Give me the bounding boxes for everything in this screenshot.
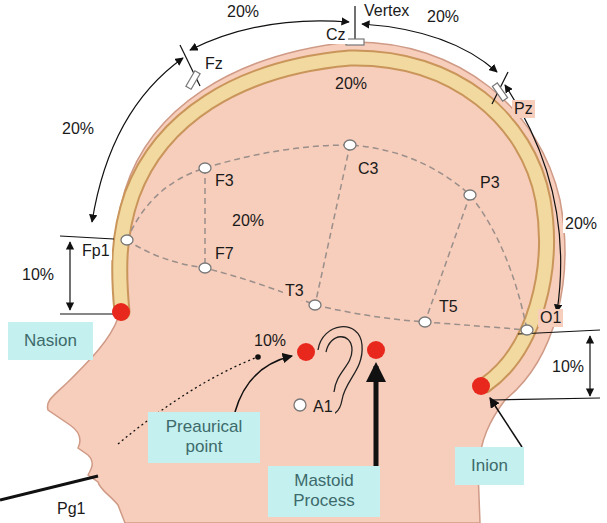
landmark-label: Vertex — [362, 2, 411, 20]
electrode — [199, 263, 211, 273]
sagittal-line — [127, 145, 527, 330]
tick-line — [60, 236, 114, 239]
skull-band — [120, 58, 547, 385]
electrode — [199, 163, 211, 173]
electrode-label: Pz — [512, 100, 535, 118]
measure-arc — [92, 58, 183, 222]
landmark-name: Preaurical point — [166, 417, 243, 456]
ear-outline — [326, 337, 352, 392]
electrode-label: F3 — [213, 172, 236, 190]
measure-arrow — [589, 336, 590, 396]
measure-arrow — [69, 242, 70, 310]
wire-label: Pg1 — [55, 500, 87, 518]
tick-line — [492, 72, 508, 104]
measure-arc — [190, 21, 349, 50]
electrode-label: C3 — [356, 160, 380, 178]
electrode-label: O1 — [538, 309, 563, 327]
landmark-box: Preaurical point — [148, 412, 260, 463]
reference-dot — [255, 354, 261, 360]
pointer-arrow — [235, 356, 292, 412]
pointer-arrow — [374, 366, 379, 466]
electrode-label: A1 — [311, 398, 335, 416]
electrode-label: T5 — [437, 298, 460, 316]
electrode-label: T3 — [283, 282, 306, 300]
landmark-box: Inion — [455, 447, 524, 485]
skull-band — [120, 58, 547, 385]
head-outline — [47, 42, 564, 523]
measure-label: 10% — [20, 266, 56, 284]
landmark-name: Mastoid Process — [293, 471, 354, 510]
measure-label: 20% — [230, 212, 266, 230]
landmark-box: Nasion — [8, 322, 93, 360]
ear-electrode — [294, 399, 306, 411]
measure-label: 10% — [550, 358, 586, 376]
measure-label: 20% — [333, 75, 369, 93]
measure-label: 20% — [563, 215, 599, 233]
measure-label: 20% — [425, 8, 461, 26]
measure-arc — [362, 24, 497, 72]
electrode-label: F7 — [213, 245, 236, 263]
electrode — [121, 235, 133, 245]
landmark-dot — [472, 377, 490, 395]
electrode-label: Fz — [203, 55, 225, 73]
midline-marker — [186, 71, 200, 90]
electrode-label: Cz — [324, 26, 348, 44]
landmark-dot — [367, 341, 385, 359]
coronal-line — [315, 145, 350, 305]
landmark-name: Inion — [471, 456, 508, 475]
tick-line — [492, 398, 600, 400]
electrode-wire — [0, 476, 98, 500]
electrode — [419, 317, 431, 327]
landmark-dot — [297, 343, 315, 361]
electrode — [521, 325, 533, 335]
landmark-dot — [112, 303, 130, 321]
electrode — [464, 190, 476, 200]
measure-label: 20% — [225, 3, 261, 21]
coronal-line — [425, 195, 470, 322]
tick-line — [60, 313, 114, 314]
electrode-label: Fp1 — [80, 242, 112, 260]
electrode — [344, 140, 356, 150]
coronal-line — [204, 168, 206, 268]
electrode — [309, 300, 321, 310]
pointer-arrow — [490, 398, 522, 447]
measure-label: 20% — [60, 120, 96, 138]
measure-arc — [505, 85, 561, 312]
midline-marker — [492, 83, 507, 101]
tick-line — [354, 6, 355, 44]
midline-marker — [346, 39, 364, 45]
electrode-label: P3 — [478, 174, 502, 192]
landmark-name: Nasion — [24, 331, 77, 350]
measure-label: 10% — [252, 332, 288, 350]
landmark-box: Mastoid Process — [268, 466, 380, 517]
